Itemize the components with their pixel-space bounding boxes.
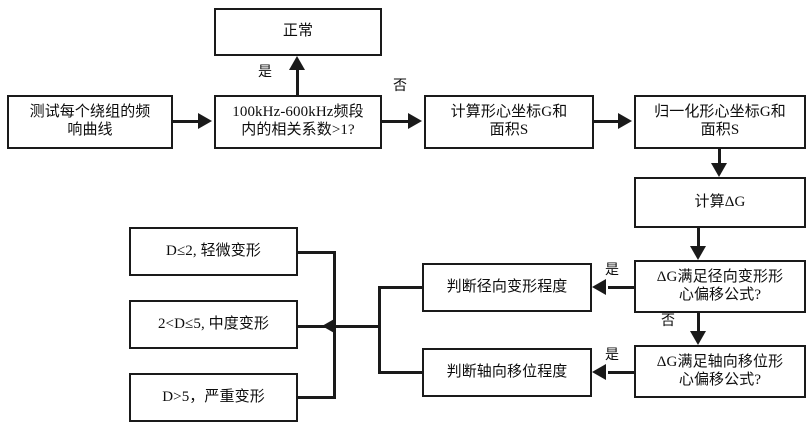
node-judge-axial-displacement[interactable]: 判断轴向移位程度 — [422, 348, 592, 397]
node-calc-centroid[interactable]: 计算形心坐标G和 面积S — [424, 95, 594, 149]
arrowhead-radial-formula-to-axial-formula — [690, 331, 706, 345]
arrowhead-calc-to-normalize — [618, 113, 632, 129]
edge-bus-to-level-slight — [298, 251, 336, 254]
node-normal[interactable]: 正常 — [214, 8, 382, 56]
edge-radial-formula-to-axial-formula — [697, 313, 700, 331]
edge-normalize-to-delta-g — [718, 149, 721, 165]
edge-levels-bus — [333, 251, 336, 398]
arrowhead-test-curve-to-correlation — [198, 113, 212, 129]
arrowhead-normalize-to-delta-g — [711, 163, 727, 177]
node-normalize-centroid[interactable]: 归一化形心坐标G和 面积S — [634, 95, 806, 149]
node-axial-formula-decision[interactable]: ΔG满足轴向移位形 心偏移公式? — [634, 345, 806, 398]
edge-judge-axial-to-bus — [378, 371, 424, 374]
edge-judge-merge-bus — [378, 286, 381, 374]
arrowhead-correlation-to-normal — [289, 56, 305, 70]
arrowhead-delta-g-to-radial-formula — [690, 246, 706, 260]
node-radial-formula-decision[interactable]: ΔG满足径向变形形 心偏移公式? — [634, 260, 806, 313]
arrowhead-correlation-to-calc-centroid — [408, 113, 422, 129]
edge-test-curve-to-correlation — [173, 120, 200, 123]
node-test-curve[interactable]: 测试每个绕组的频 响曲线 — [7, 95, 173, 149]
edge-delta-g-to-radial-formula — [697, 228, 700, 246]
arrowhead-axial-formula-to-judge-axial — [592, 364, 606, 380]
edge-axial-formula-to-judge-axial — [608, 371, 636, 374]
edge-radial-formula-to-judge-radial — [608, 286, 636, 289]
edge-calc-to-normalize — [594, 120, 620, 123]
edge-label-no-correlation: 否 — [393, 79, 407, 94]
edge-label-yes-radial: 是 — [605, 263, 619, 278]
node-calc-delta-g[interactable]: 计算ΔG — [634, 177, 806, 228]
edge-label-yes-axial: 是 — [605, 348, 619, 363]
edge-correlation-to-normal — [296, 70, 299, 96]
edge-label-yes-normal: 是 — [258, 65, 272, 80]
node-level-slight[interactable]: D≤2, 轻微变形 — [129, 227, 298, 276]
edge-correlation-to-calc-centroid — [382, 120, 410, 123]
edge-judge-radial-to-bus — [378, 286, 424, 289]
node-judge-radial-deformation[interactable]: 判断径向变形程度 — [422, 263, 592, 312]
edge-bus-to-level-severe — [298, 396, 336, 399]
node-correlation-coefficient-decision[interactable]: 100kHz-600kHz频段 内的相关系数>1? — [214, 95, 382, 149]
node-level-moderate[interactable]: 2<D≤5, 中度变形 — [129, 300, 298, 349]
edge-bus-to-level-moderate — [298, 325, 336, 328]
node-level-severe[interactable]: D>5，严重变形 — [129, 373, 298, 422]
arrowhead-radial-formula-to-judge-radial — [592, 279, 606, 295]
edge-label-no-radial: 否 — [661, 314, 675, 329]
edge-bus-to-levels — [336, 325, 380, 328]
